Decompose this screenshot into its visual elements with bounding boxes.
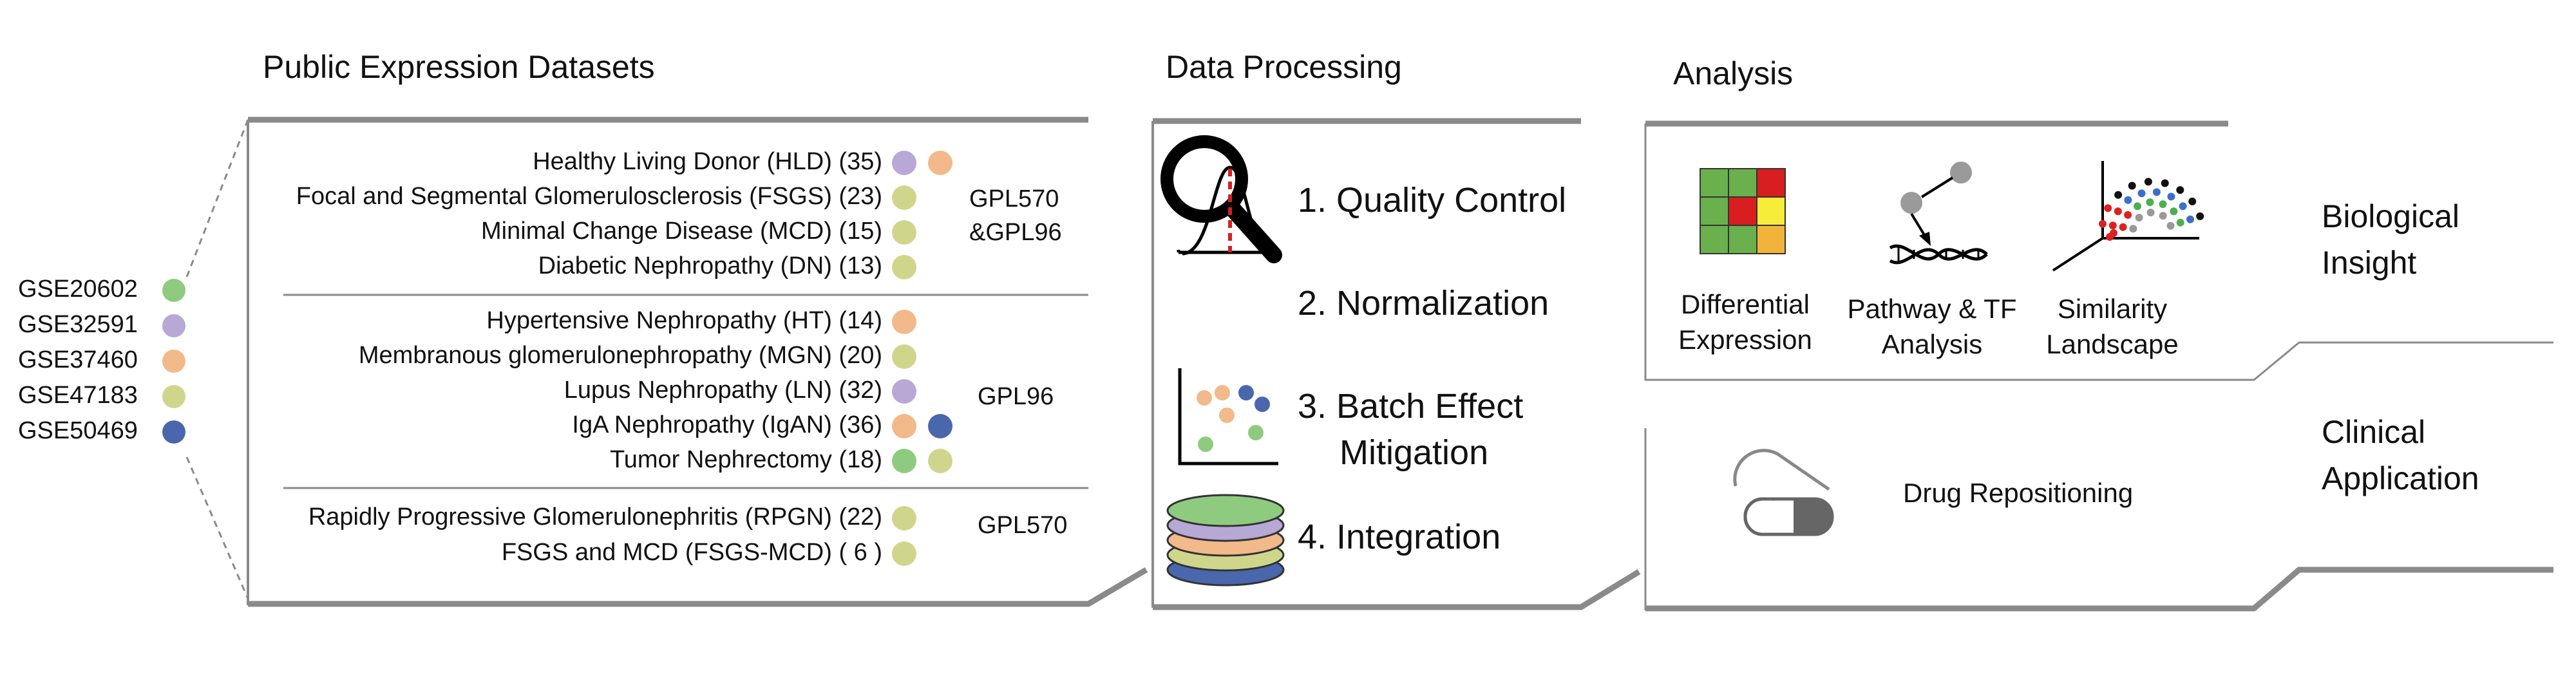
heatmap-icon (1700, 168, 1786, 254)
similarity-dot (2146, 209, 2155, 217)
disease-label: FSGS and MCD (FSGS-MCD) ( 6 ) (501, 539, 882, 566)
dataset-dot (892, 185, 916, 210)
dataset-dot (892, 151, 916, 175)
step-quality-control: 1. Quality Control (1298, 181, 1567, 220)
similarity-dot (2106, 233, 2114, 241)
disease-label: IgA Nephropathy (IgAN) (36) (572, 411, 882, 438)
disease-label: Diabetic Nephropathy (DN) (13) (538, 252, 882, 279)
similarity-dot (2124, 196, 2132, 204)
similarity-dot (2152, 188, 2161, 196)
similarity-dot (2114, 207, 2122, 216)
platform-label: GPL570 (978, 512, 1068, 539)
step-batch-effect-line2: Mitigation (1340, 433, 1489, 472)
similarity-dot (2170, 207, 2178, 216)
datasets-title: Public Expression Datasets (263, 49, 655, 85)
dataset-label: GSE20602 (18, 276, 138, 303)
dataset-dot (892, 506, 916, 530)
dataset-dot (892, 541, 916, 566)
dataset-dot (928, 151, 952, 175)
similarity-dot (2166, 221, 2175, 230)
dataset-color-dot (162, 350, 185, 373)
platform-label: GPL96 (978, 383, 1054, 410)
dna-icon (1889, 162, 1988, 265)
dataset-label: GSE32591 (18, 311, 138, 338)
similarity-dot (2128, 182, 2136, 190)
step-batch-effect: 3. Batch Effect (1298, 387, 1524, 426)
similarity-dot (2144, 178, 2152, 186)
similarity-dot (2176, 218, 2184, 227)
dataset-label: GSE37460 (18, 346, 138, 373)
disease-label: Tumor Nephrectomy (18) (609, 446, 882, 473)
similarity-dot (2188, 197, 2197, 205)
dataset-dot (892, 344, 916, 369)
similarity-landscape-label: Similarity Landscape (2046, 294, 2179, 359)
similarity-dot (2179, 202, 2187, 211)
similarity-dot (2108, 221, 2117, 230)
pill-icon (1733, 449, 1834, 536)
similarity-dot (2129, 225, 2137, 233)
pathway-tf-label: Pathway & TF Analysis (1847, 294, 2017, 359)
similarity-dot (2196, 212, 2204, 220)
dataset-color-dot (162, 314, 185, 337)
differential-expression-label: Differential Expression (1678, 289, 1812, 355)
similarity-dot (2146, 198, 2154, 207)
similarity-dot (2137, 189, 2146, 198)
similarity-dot (2176, 186, 2184, 194)
similarity-dot (2104, 204, 2112, 212)
datasets-panel-frame (185, 117, 1148, 607)
dataset-dot (892, 220, 916, 245)
processing-title: Data Processing (1166, 49, 1402, 85)
disease-label: Lupus Nephropathy (LN) (32) (564, 377, 882, 404)
similarity-dot (2159, 200, 2167, 209)
analysis-title: Analysis (1673, 55, 1794, 91)
step-normalization: 2. Normalization (1298, 284, 1549, 323)
similarity-dot (2099, 220, 2107, 228)
similarity-dot (2135, 214, 2143, 221)
disease-label: Hypertensive Nephropathy (HT) (14) (486, 307, 882, 334)
dataset-dot (928, 449, 952, 473)
platform-label: GPL570 (969, 185, 1059, 212)
similarity-dot (2134, 202, 2141, 211)
layered-disks-icon (1166, 494, 1285, 587)
dataset-dot (928, 414, 952, 438)
dataset-label: GSE50469 (18, 417, 138, 444)
dataset-dot (892, 449, 916, 473)
analysis-panel-frame (1644, 120, 2553, 612)
dataset-color-dot (162, 385, 185, 408)
3d-scatter-icon (2052, 161, 2204, 272)
biological-insight-label: Biological Insight (2322, 198, 2460, 281)
dataset-color-dot (162, 279, 185, 302)
dataset-dot (892, 255, 916, 279)
similarity-dot (2167, 192, 2175, 201)
disease-label: Membranous glomerulonephropathy (MGN) (2… (358, 342, 882, 369)
dataset-dot (892, 310, 916, 334)
clinical-application-label: Clinical Application (2322, 414, 2479, 496)
dataset-color-dot (162, 420, 185, 444)
similarity-dot (2124, 211, 2132, 219)
similarity-dot (2186, 215, 2194, 223)
platform-label: &GPL96 (969, 219, 1062, 246)
similarity-dot (2119, 223, 2127, 231)
scatter-icon (1178, 368, 1278, 465)
drug-repositioning-label: Drug Repositioning (1903, 478, 2134, 508)
disease-label: Rapidly Progressive Glomerulonephritis (… (308, 503, 882, 530)
processing-panel-frame (1151, 118, 1641, 610)
step-integration: 4. Integration (1298, 518, 1501, 556)
similarity-dot (2159, 212, 2167, 220)
magnifier-icon (1160, 135, 1282, 263)
dataset-dot (892, 414, 916, 438)
similarity-dot (2114, 191, 2123, 199)
dataset-dot (892, 379, 916, 404)
disease-label: Healthy Living Donor (HLD) (35) (533, 148, 882, 175)
disease-label: Minimal Change Disease (MCD) (15) (481, 218, 882, 245)
similarity-dot (2161, 179, 2169, 187)
normal-curve-icon (1177, 165, 1273, 256)
disease-label: Focal and Segmental Glomerulosclerosis (… (296, 183, 882, 210)
dataset-label: GSE47183 (18, 382, 138, 409)
